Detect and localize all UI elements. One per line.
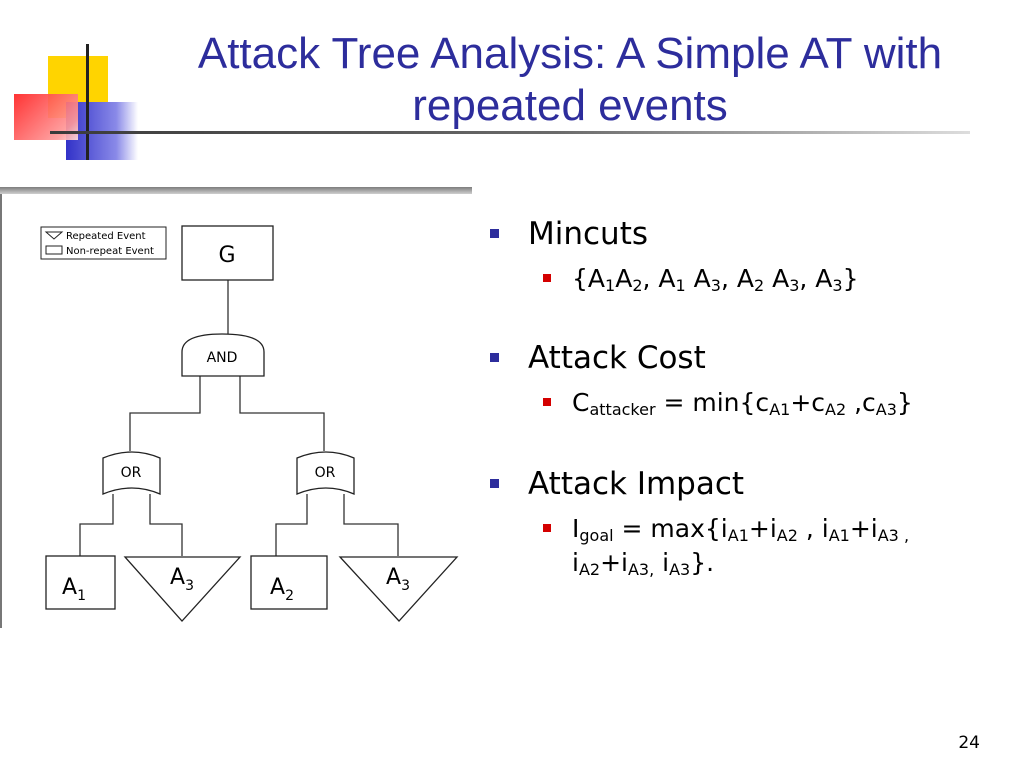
event-a2-label: A2 [270,575,294,604]
sub-bullet-mincuts: {A1A2, A1 A3, A2 A3, A3} [488,262,1008,296]
sub-bullet-square-icon [543,398,551,406]
sub-bullet-attack-impact: Igoal = max{iA1+iA2 , iA1+iA3 ,iA2+iA3, … [488,512,1008,580]
legend-triangle-icon [44,231,64,240]
title-underline [50,131,970,134]
diagram-top-border [0,187,472,194]
or-gate-left [102,451,161,495]
or-gate-right [296,451,355,495]
legend-non-repeat-label: Non-repeat Event [66,246,154,257]
legend-repeated-label: Repeated Event [66,231,146,242]
sub-bullet-square-icon [543,274,551,282]
bullet-mincuts: Mincuts [488,214,1008,254]
bullet-square-icon [490,229,499,238]
logo-vertical-line [86,44,89,160]
goal-node-label: G [218,243,235,268]
event-a2-box [250,555,328,610]
page-number: 24 [958,733,980,753]
diagram-left-border [0,194,2,628]
bullet-list: Mincuts {A1A2, A1 A3, A2 A3, A3} Attack … [488,214,1008,580]
or-gate-right-label: OR [315,465,336,481]
or-gate-left-label: OR [121,465,142,481]
event-a3-right-label: A3 [386,565,410,594]
slide-title: Attack Tree Analysis: A Simple AT with r… [197,29,943,130]
bullet-mincuts-heading: Mincuts [528,216,649,252]
and-gate [181,333,265,377]
bullet-attack-cost-heading: Attack Cost [528,340,706,376]
attack-tree-diagram: Repeated Event Non-repeat Event G AND OR… [40,225,459,622]
sub-bullet-attack-cost: Cattacker = min{cA1+cA2 ,cA3} [488,386,1008,420]
mincuts-set-text: {A1A2, A1 A3, A2 A3, A3} [572,264,859,295]
sub-bullet-square-icon [543,524,551,532]
bullet-square-icon [490,353,499,362]
bullet-attack-cost: Attack Cost [488,338,1008,378]
and-gate-label: AND [207,350,238,366]
legend: Repeated Event Non-repeat Event [40,226,167,260]
event-a3-triangle-right [338,556,459,622]
bullet-attack-impact: Attack Impact [488,464,1008,504]
attack-cost-formula: Cattacker = min{cA1+cA2 ,cA3} [572,388,913,419]
event-a3-triangle-left [123,556,242,622]
tree-connectors [79,280,399,556]
goal-node [181,225,274,281]
event-a1-label: A1 [62,575,86,604]
bullet-square-icon [490,479,499,488]
event-a1-box [45,555,116,610]
attack-impact-formula: Igoal = max{iA1+iA2 , iA1+iA3 ,iA2+iA3, … [572,514,910,579]
event-a3-left-label: A3 [170,565,194,594]
bullet-attack-impact-heading: Attack Impact [528,466,745,502]
legend-rectangle-icon [45,245,63,255]
